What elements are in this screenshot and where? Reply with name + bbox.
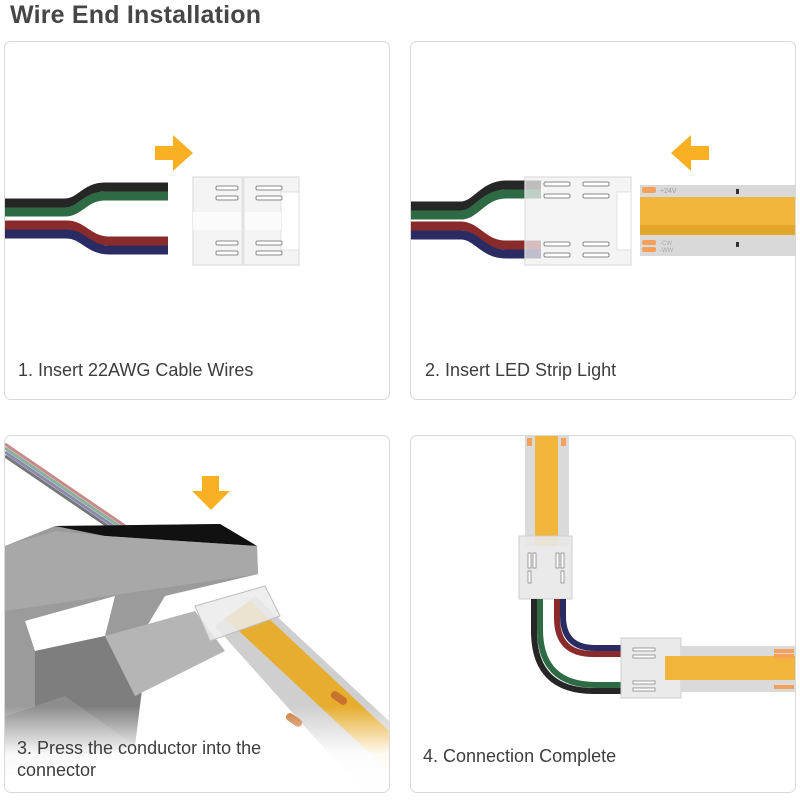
- arrow-left-icon: [671, 135, 709, 171]
- arrow-right-icon: [155, 135, 193, 171]
- led-strip-horizontal: [665, 646, 795, 692]
- ribbon-cable: [5, 442, 126, 540]
- step-1-illustration: [5, 135, 300, 266]
- led-strip: +24V -CW -WW: [640, 185, 795, 256]
- connector: [524, 176, 632, 266]
- arrow-down-icon: [192, 476, 230, 510]
- connector: [192, 176, 300, 266]
- strip-label-cw: -CW: [660, 241, 672, 247]
- led-strip-vertical: [525, 436, 569, 546]
- cable-wires: [531, 599, 621, 694]
- connector-vertical: [518, 535, 573, 600]
- step-4-illustration: [518, 436, 795, 699]
- cable-wires: [411, 180, 541, 259]
- step-1-caption: 1. Insert 22AWG Cable Wires: [18, 360, 254, 380]
- strip-label-ww: -WW: [660, 248, 674, 254]
- step-3-caption: 3. Press the conductor into the connecto…: [17, 738, 262, 780]
- step-card-2: +24V -CW -WW 2. Insert LED Strip Light: [410, 41, 796, 400]
- step-2-illustration: +24V -CW -WW: [411, 135, 795, 266]
- page-title: Wire End Installation: [10, 1, 262, 29]
- step-2-caption: 2. Insert LED Strip Light: [425, 360, 617, 380]
- step-card-3: 3. Press the conductor into the connecto…: [4, 435, 390, 793]
- step-3-illustration: [5, 442, 389, 792]
- step-card-1: 1. Insert 22AWG Cable Wires: [4, 41, 390, 400]
- step-4-caption: 4. Connection Complete: [423, 746, 617, 766]
- step-card-4: 4. Connection Complete: [410, 435, 796, 793]
- strip-label-24v: +24V: [660, 188, 677, 195]
- cable-wires: [5, 182, 168, 255]
